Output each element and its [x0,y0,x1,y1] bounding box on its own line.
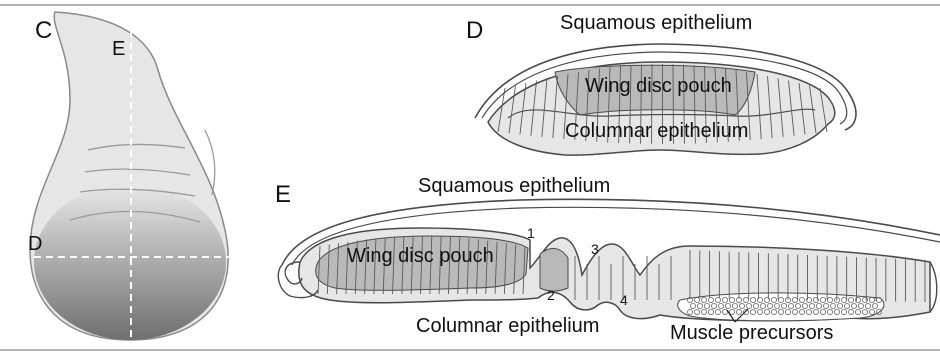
panel-c-disc-drawing [22,12,248,345]
d-pouch-label: Wing disc pouch [585,75,732,97]
plane-e-label: E [112,38,125,60]
e-muscle-label: Muscle precursors [670,322,833,344]
e-pouch-fold [540,248,568,291]
plane-d-label: D [28,233,42,255]
e-columnar-label: Columnar epithelium [416,315,599,337]
panel-d-letter: D [466,17,483,44]
fold-number-1: 1 [527,225,535,241]
fold-number-2: 2 [547,287,555,303]
fold-number-3: 3 [591,241,599,257]
e-pouch-label: Wing disc pouch [347,245,494,267]
e-squamous-label: Squamous epithelium [418,175,610,197]
d-squamous-label: Squamous epithelium [560,12,752,34]
e-right-edge [930,262,937,312]
d-columnar-label: Columnar epithelium [565,120,748,142]
panel-e-letter: E [275,181,291,208]
panel-c-letter: C [35,17,52,44]
fold-number-4: 4 [620,292,628,308]
